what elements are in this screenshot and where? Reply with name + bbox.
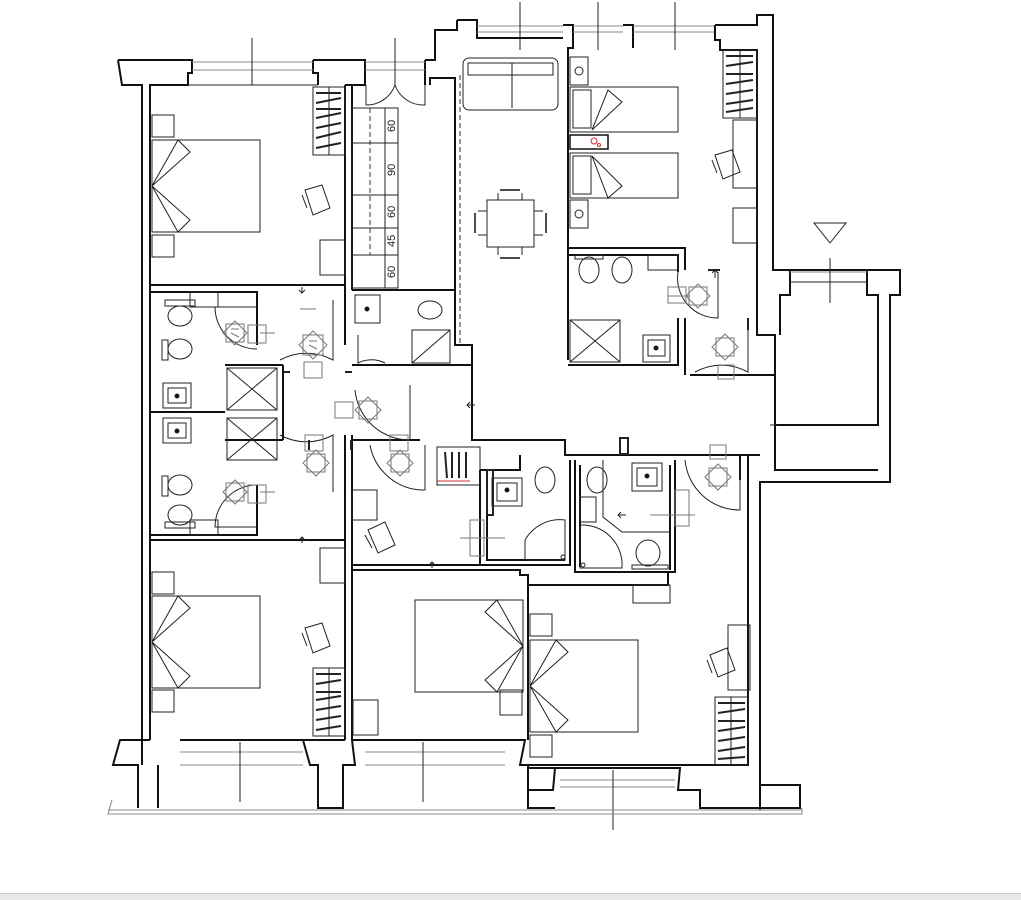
corridor-wardrobe: 60 90 60 45 60: [351, 75, 461, 289]
viewer-bottom-bar: [0, 893, 1021, 900]
wardrobe-bottom-right: [714, 696, 749, 766]
wardrobe-top-right: [722, 49, 758, 119]
dining-table: [474, 189, 547, 259]
dimension-label: 60: [386, 266, 398, 278]
dimension-label: 60: [386, 206, 398, 218]
direction-arrows: [298, 269, 719, 568]
bathroom-fixtures: [161, 254, 679, 570]
electrical-symbols: [222, 283, 739, 557]
bed-bottom-right: [529, 584, 671, 758]
bed-bottom-left: [151, 571, 261, 713]
bed-bottom-center: [352, 599, 524, 736]
desk-chairs: [301, 119, 758, 691]
wardrobe-bottom-left: [312, 667, 346, 737]
red-fixture-icon: [590, 137, 598, 145]
sofa: [462, 57, 559, 111]
bed-top-left: [151, 114, 261, 258]
doors: [214, 84, 749, 528]
twin-beds-top-right: [569, 56, 679, 229]
dimension-label: 90: [386, 164, 398, 176]
wardrobe-center: [436, 446, 481, 486]
dimension-label: 60: [386, 120, 398, 132]
interior-walls: [150, 77, 760, 766]
outer-walls: [107, 2, 901, 830]
wardrobe-top-left: [312, 86, 346, 156]
dimension-label: 45: [386, 235, 398, 247]
